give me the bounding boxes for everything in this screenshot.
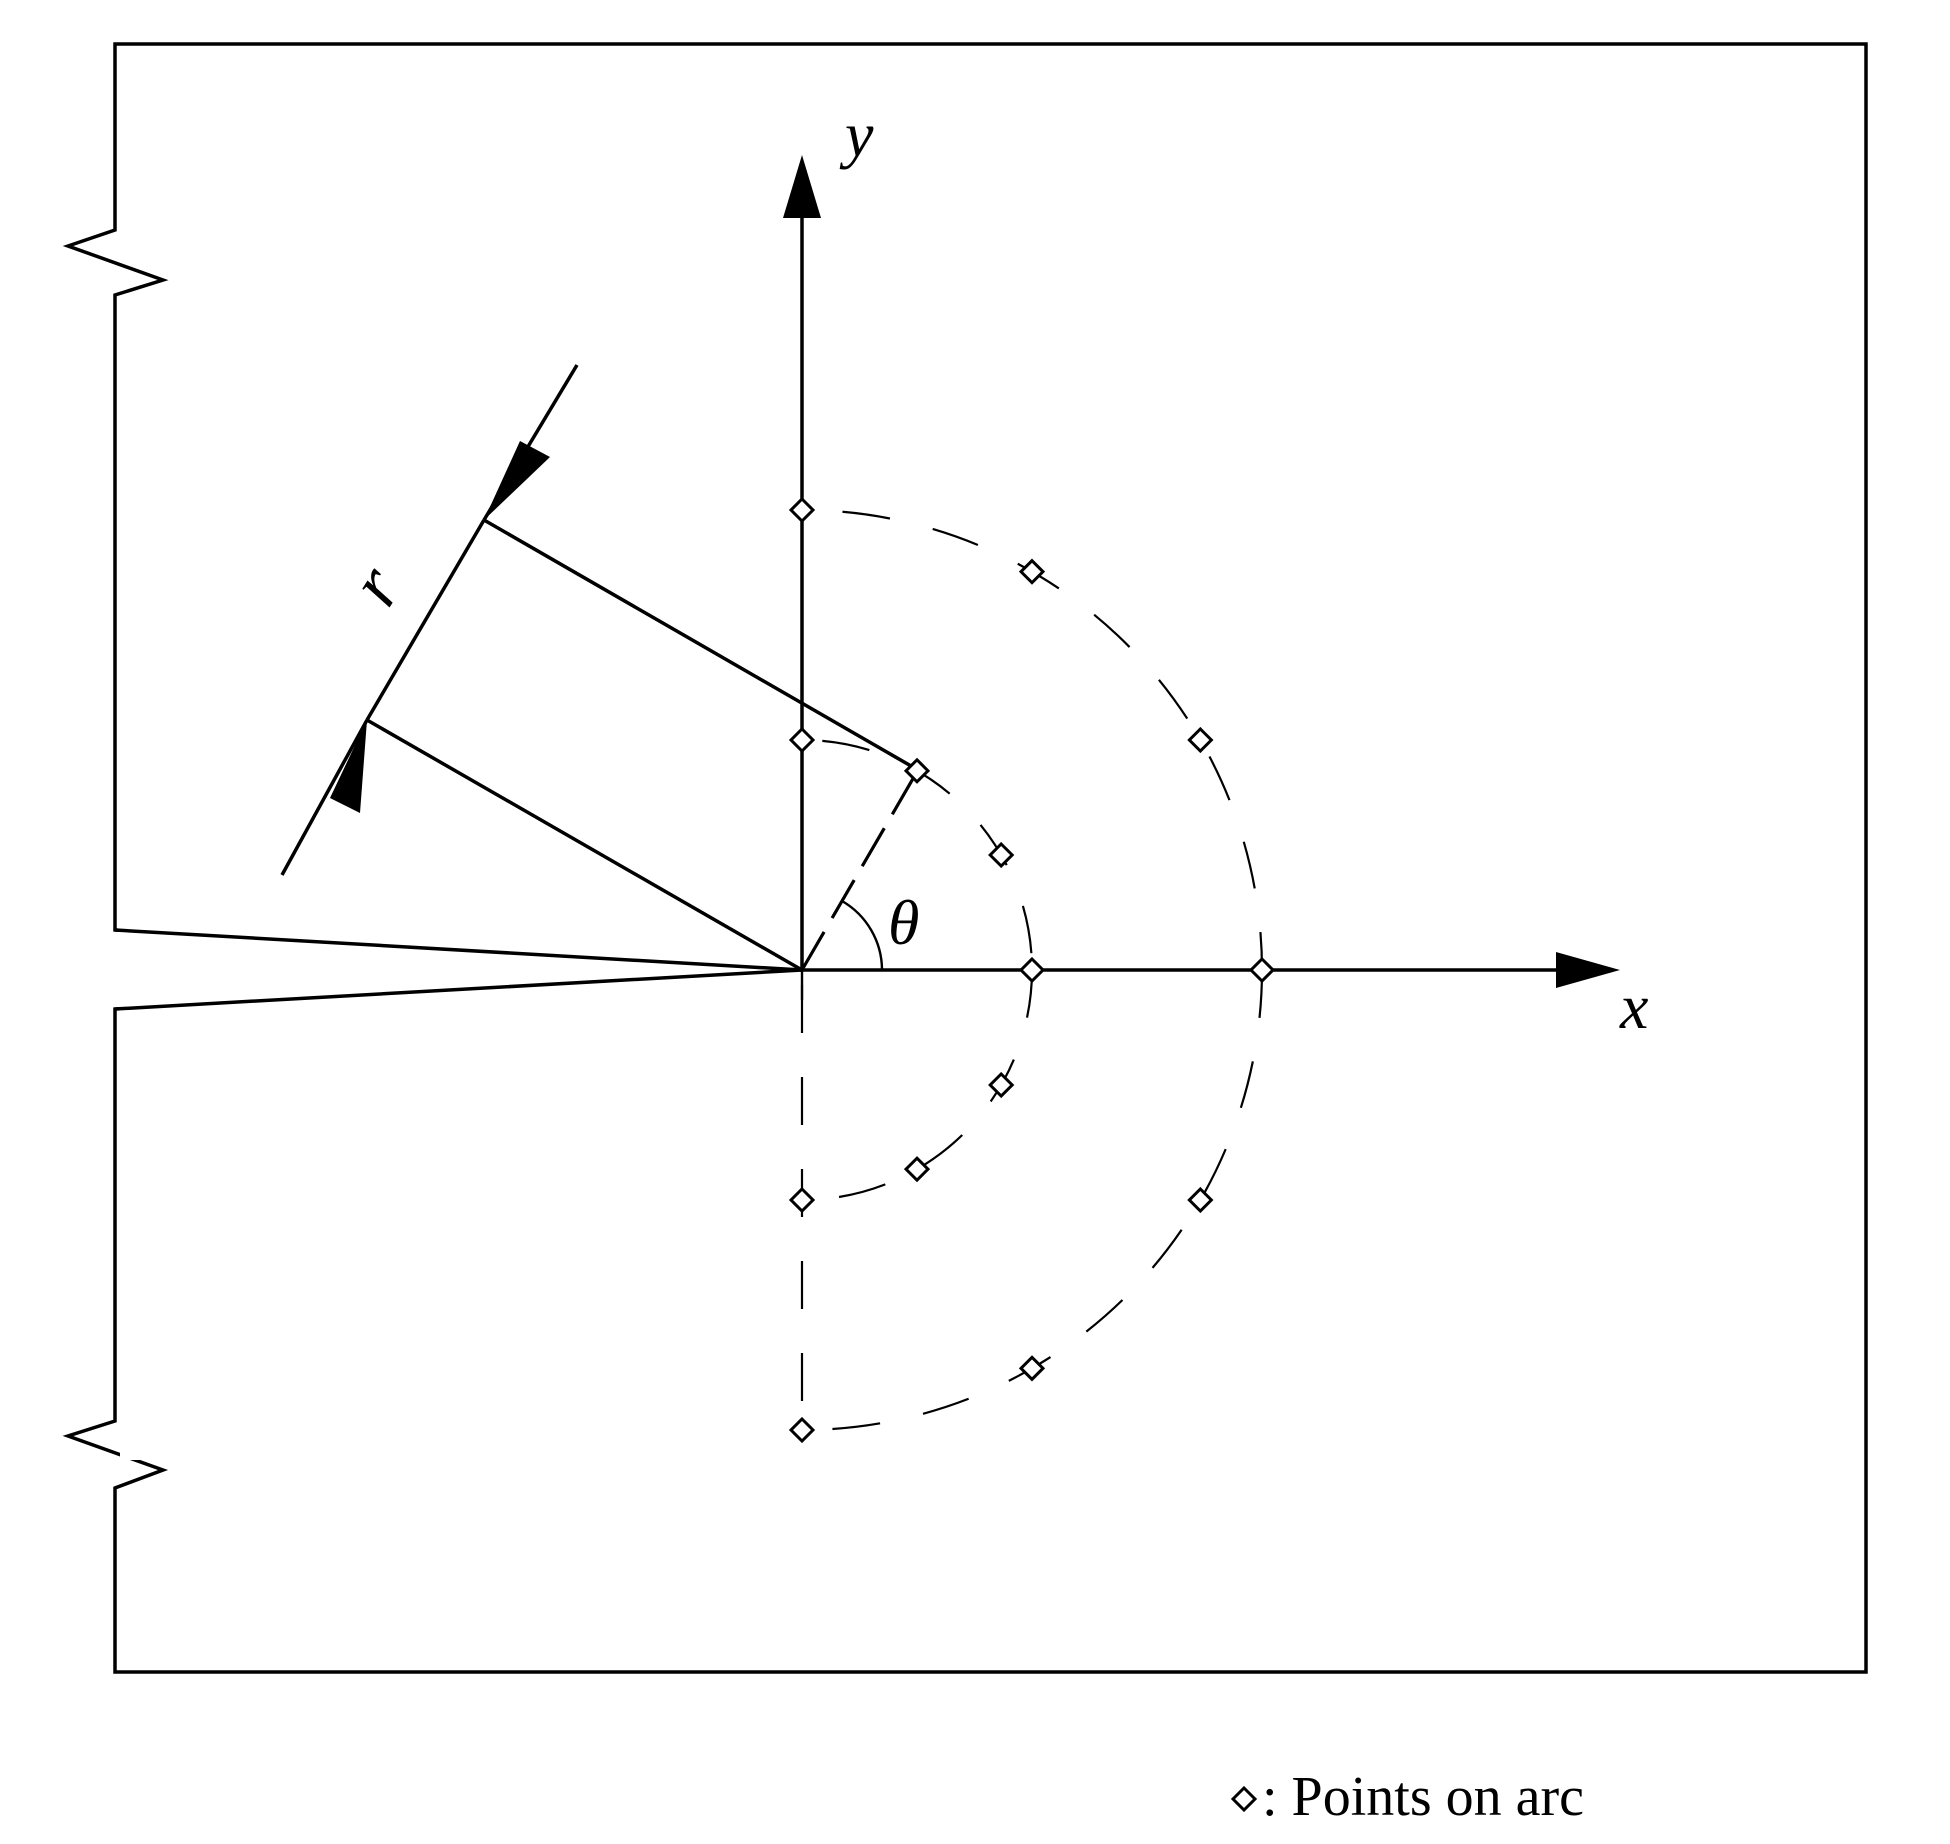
extension-line-outer <box>483 518 919 772</box>
outer-arc-point <box>1018 558 1046 585</box>
y-axis-arrowhead <box>783 155 821 218</box>
outer-arc-point <box>788 496 816 524</box>
inner-arc-point <box>788 726 816 754</box>
radius-line <box>800 769 920 971</box>
angle-label: θ <box>888 887 919 958</box>
y-axis-label: y <box>839 99 874 170</box>
legend-label: : Points on arc <box>1262 1766 1584 1828</box>
dimension-arrow-bottom <box>330 720 367 813</box>
arc-mask <box>120 480 800 1460</box>
dimension-line-r <box>365 519 486 721</box>
arc-points <box>788 496 1276 1444</box>
extension-line-inner <box>366 718 803 972</box>
specimen-outline <box>62 42 1868 1674</box>
inner-arc-point <box>903 1156 931 1183</box>
inner-arc-point <box>788 1186 816 1214</box>
inner-arc-point <box>988 1071 1015 1099</box>
angle-arc <box>841 899 884 971</box>
x-axis-arrowhead <box>1556 952 1620 988</box>
outer-arc-point <box>1018 1355 1046 1382</box>
dimension-leader-bottom <box>280 719 369 876</box>
outer-arc-point <box>788 1416 816 1444</box>
legend: : Points on arc <box>1230 1766 1584 1828</box>
dimension-arrow-top <box>484 441 550 520</box>
inner-arc-point <box>988 841 1015 869</box>
outer-arc-point <box>1187 726 1214 754</box>
diamond-marker-icon <box>1230 1785 1258 1813</box>
inner-arc-point <box>903 757 931 784</box>
outer-arc-point <box>1248 956 1276 984</box>
x-axis-label: x <box>1619 971 1648 1042</box>
inner-arc-point <box>1018 956 1046 984</box>
outer-arc-point <box>1187 1186 1214 1214</box>
